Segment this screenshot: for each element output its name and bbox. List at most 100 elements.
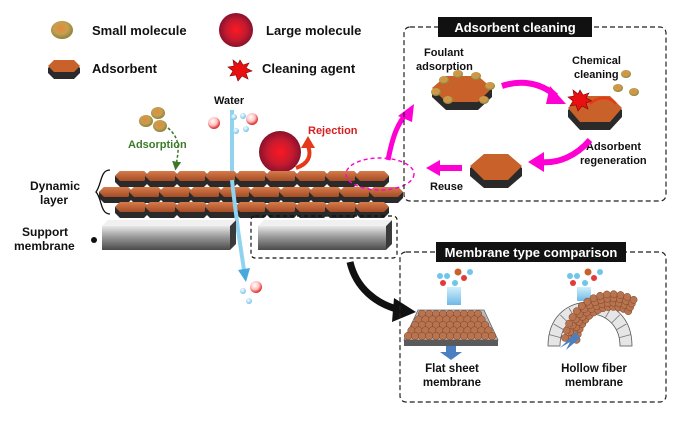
water-permeate-arrowhead <box>238 268 250 282</box>
water-droplet <box>246 113 258 125</box>
adsorbent-particle <box>339 187 373 203</box>
adsorbent-sphere <box>623 293 632 301</box>
support-membrane-label: Support <box>22 225 68 239</box>
comparison-panel-frame <box>399 251 667 403</box>
adsorbent-sphere <box>596 291 604 300</box>
adsorbent-particle <box>249 187 283 203</box>
adsorbent-sphere <box>561 334 569 342</box>
hollow-fiber-permeate-arrow <box>560 332 580 350</box>
water-bubble <box>240 113 246 119</box>
cleaning-highlight-ellipse <box>345 157 415 191</box>
legend-adsorbent: Adsorbent <box>92 61 158 76</box>
support-membrane-left <box>102 220 236 250</box>
dynamic-layer-label: layer <box>40 193 68 207</box>
adsorbent-sphere <box>438 331 448 341</box>
rejection-arrow <box>295 145 312 170</box>
flat-sheet-adsorbent-spheres <box>403 309 497 341</box>
zoom-highlight-box <box>250 215 398 259</box>
rejection-label: Rejection <box>308 125 358 137</box>
adsorbent-sphere <box>487 331 497 341</box>
adsorbent-regeneration-label: regeneration <box>580 155 647 167</box>
chemical-cleaning-label: Chemical <box>572 55 621 67</box>
support-membrane-right <box>258 220 392 250</box>
adsorbent-particle <box>145 171 179 187</box>
water-permeate-flow <box>230 179 246 271</box>
adsorbent-particle <box>129 187 163 203</box>
reuse-arrowhead <box>426 160 440 176</box>
legend-cleaning-agent: Cleaning agent <box>262 61 356 76</box>
adsorbent-sphere <box>417 331 427 341</box>
adsorbent-regeneration-label: Adsorbent <box>586 141 641 153</box>
cleaning-swirl-arrow <box>589 96 617 105</box>
water-bubble <box>246 298 252 304</box>
small-molecule-icon <box>51 21 73 39</box>
flat-sheet-feed <box>437 268 473 286</box>
adsorbent-particle <box>325 171 359 187</box>
support-membrane-label: membrane <box>14 239 75 253</box>
cycle-arrow-2 <box>539 137 593 166</box>
adsorbent-particle <box>219 187 253 203</box>
water-bubble <box>243 126 249 132</box>
flat-sheet-label: Flat sheet <box>425 363 479 375</box>
adsorbent-particle <box>309 187 343 203</box>
hollow-fiber-membrane-drawing <box>547 290 638 347</box>
fouled-adsorbent <box>431 70 495 110</box>
adsorbent-particle <box>279 187 313 203</box>
rejection-arrowhead <box>301 136 315 148</box>
large-molecule <box>259 131 301 173</box>
adsorbent-sphere <box>410 331 420 341</box>
adsorbent-sphere <box>452 331 462 341</box>
adsorbent-sphere <box>577 302 586 310</box>
hollow-fiber-label: membrane <box>565 377 623 389</box>
flat-sheet-permeate <box>446 346 456 352</box>
fiber-rib <box>610 314 620 324</box>
legend: Small molecule Large molecule Adsorbent … <box>48 13 361 82</box>
cleaning-link-arrow <box>385 112 408 161</box>
water-bubble <box>240 288 246 294</box>
adsorbent-particle <box>175 202 209 218</box>
adsorbent-particle <box>265 202 299 218</box>
dynamic-layer-label: Dynamic <box>30 179 80 193</box>
dynamic-layer <box>99 171 403 218</box>
fiber-rib <box>618 334 631 339</box>
water-bubble <box>233 128 239 134</box>
adsorbent-particle <box>175 171 209 187</box>
flat-sheet-label: membrane <box>423 377 481 389</box>
adsorbent-cleaning-panel: Adsorbent cleaning Foulant adsorption Ch… <box>403 17 667 202</box>
water-bubble <box>231 114 237 120</box>
adsorbent-particle <box>235 202 269 218</box>
adsorbent-particle <box>295 202 329 218</box>
adsorbent-particle <box>265 171 299 187</box>
adsorbent-particle <box>205 202 239 218</box>
hollow-fiber-feed <box>567 268 603 286</box>
adsorbent-sphere <box>572 307 581 316</box>
water-droplet <box>208 117 220 129</box>
main-scene: Water Adsorption Rejection Dynamic layer… <box>14 95 416 322</box>
adsorbent-sphere <box>583 297 592 306</box>
flat-sheet-stream <box>447 287 461 305</box>
dynamic-layer-brace <box>95 169 111 215</box>
cycle-arrowhead-2 <box>528 152 544 172</box>
cleaning-panel-title-box <box>438 17 592 37</box>
water-droplet <box>250 281 262 293</box>
adsorbent-particle <box>325 202 359 218</box>
adsorbent-sphere <box>473 331 483 341</box>
adsorbent-particle <box>145 202 179 218</box>
adsorbent-particle <box>189 187 223 203</box>
cleaning-agent-icon <box>227 59 253 82</box>
water-label: Water <box>214 95 245 107</box>
fiber-rib <box>553 323 565 331</box>
adsorbent-particle <box>355 171 389 187</box>
adsorbent-particle <box>99 187 133 203</box>
legend-large-molecule: Large molecule <box>266 23 361 38</box>
adsorbent-particle <box>115 171 149 187</box>
hollow-fiber-label: Hollow fiber <box>561 363 627 375</box>
comparison-panel-title-box <box>436 242 626 262</box>
fiber-rib <box>615 323 627 331</box>
adsorbent-sphere <box>424 331 434 341</box>
regenerated-adsorbent <box>470 154 522 188</box>
zoom-arrow <box>346 261 401 314</box>
cleaning-panel-title: Adsorbent cleaning <box>454 20 575 35</box>
